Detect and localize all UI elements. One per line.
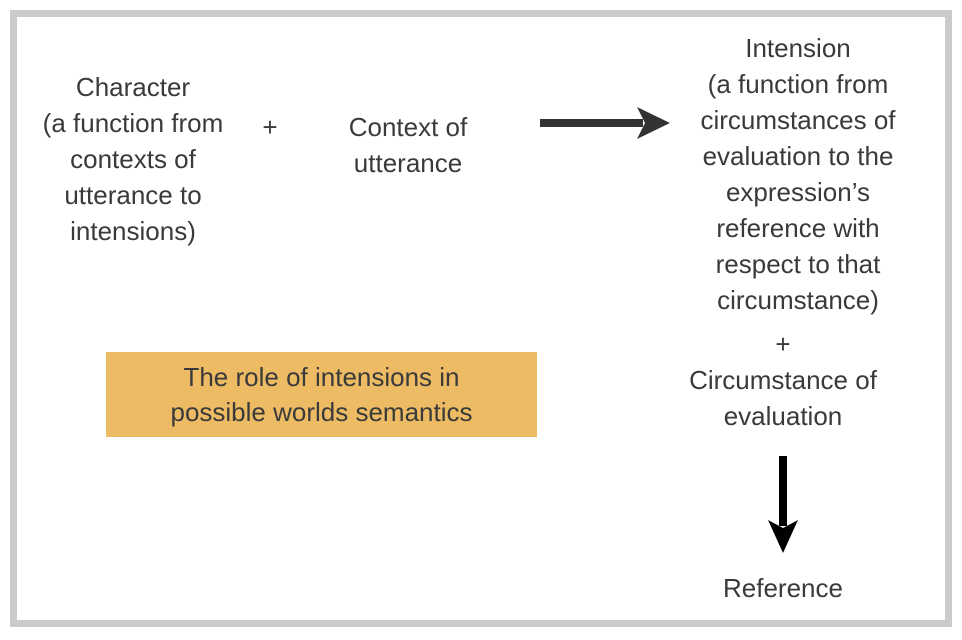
plus-sign-right: +: [775, 329, 791, 359]
character-label: Character (a function from contexts of u…: [42, 72, 224, 246]
plus-sign-left: +: [262, 112, 278, 142]
right-arrow-icon: [540, 103, 670, 143]
caption-box: The role of intensions in possible world…: [106, 352, 537, 437]
circumstance-of-evaluation-label: Circumstance of evaluation: [689, 365, 877, 431]
context-of-utterance-label: Context of utterance: [348, 112, 468, 178]
caption-text: The role of intensions in possible world…: [170, 361, 473, 427]
down-arrow-icon: [763, 456, 803, 556]
reference-label: Reference: [723, 573, 843, 603]
intension-label: Intension (a function from circumstances…: [700, 33, 896, 315]
